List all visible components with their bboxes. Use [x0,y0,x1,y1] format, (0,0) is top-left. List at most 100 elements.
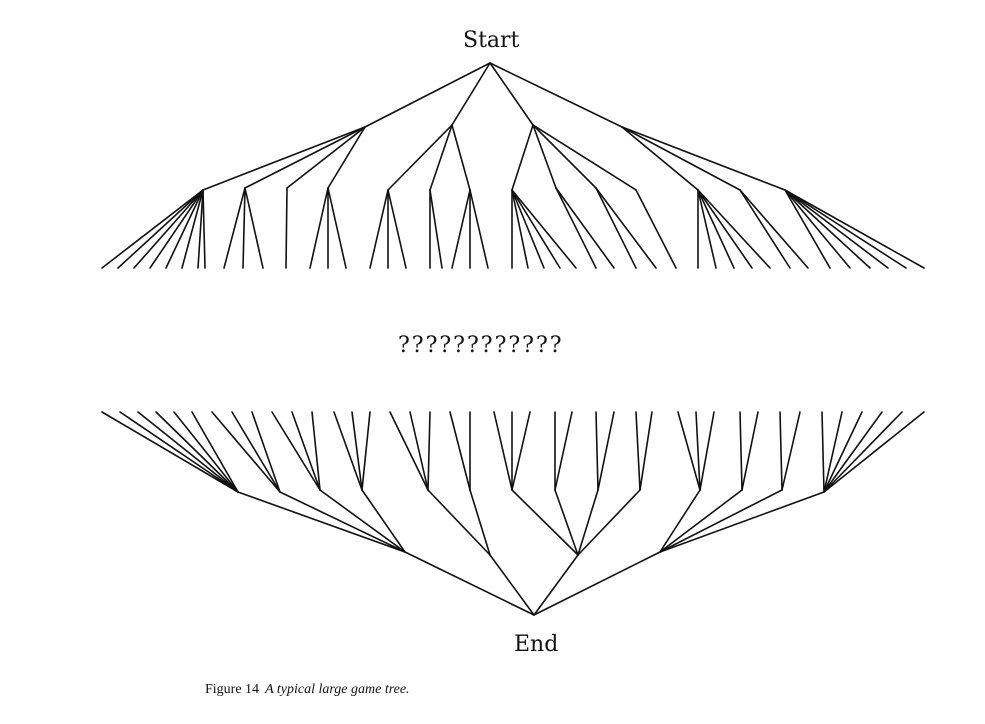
tree-leaf-edge [351,411,363,491]
tree-leaf-edge [554,411,573,491]
tree-edge [489,554,535,616]
tree-leaf-edge [469,189,489,269]
tree-leaf-edge [597,411,615,491]
tree-leaf-edge [197,189,204,269]
tree-leaf-edge [823,411,883,493]
tree-leaf-edge [555,187,615,269]
tree-leaf-edge [784,189,871,269]
tree-edge [533,554,579,616]
tree-leaf-edge [173,411,239,493]
tree-leaf-edge [155,411,239,493]
tree-leaf-edge [211,411,281,493]
tree-leaf-edge [697,189,771,269]
tree-leaf-edge [739,411,743,491]
tree-leaf-edge [511,189,561,269]
figure-description: A typical large game tree. [265,682,410,697]
tree-leaf-edge [369,189,389,269]
tree-leaf-edge [427,411,431,491]
tree-leaf-edge [191,411,239,493]
tree-leaf-edge [741,411,759,491]
tree-edge [451,124,471,191]
tree-edge [202,126,366,191]
tree-edge [577,489,599,556]
tree-leaf-edge [823,411,925,493]
tree-edge [404,551,535,616]
tree-leaf-edge [699,411,715,491]
tree-leaf-edge [823,411,863,493]
tree-edge [532,124,557,189]
tree-edge [429,124,453,191]
tree-edge [286,126,366,189]
tree-edge [511,489,579,556]
tree-leaf-edge [493,411,513,491]
tree-leaf-edge [387,189,407,269]
tree-leaf-edge [117,189,204,269]
tree-leaf-edge [309,187,329,269]
tree-edge [532,124,597,189]
tree-leaf-edge [635,189,677,269]
tree-edge [279,491,406,553]
tree-edge [659,491,825,553]
tree-leaf-edge [739,189,809,269]
bottom-tree [101,411,925,616]
tree-edge [554,489,579,556]
tree-edge [621,126,741,191]
tree-leaf-edge [333,411,363,491]
tree-leaf-edge [784,189,831,269]
tree-edge [577,489,641,556]
tree-leaf-edge [595,187,637,269]
tree-leaf-edge [101,411,239,493]
tree-leaf-edge [821,411,825,493]
tree-leaf-edge [779,411,783,491]
tree-leaf-edge [697,189,735,269]
tree-leaf-edge [511,189,577,269]
unknown-middle-label: ???????????? [398,333,564,358]
tree-leaf-edge [784,189,889,269]
figure-caption: Figure 14 A typical large game tree. [205,682,410,698]
tree-edge [469,489,491,556]
tree-edge [621,126,699,191]
figure-number: Figure 14 [205,682,260,697]
tree-leaf-edge [165,189,204,269]
tree-leaf-edge [823,411,903,493]
tree-edge [327,126,366,189]
tree-leaf-edge [595,187,657,269]
tree-leaf-edge [242,187,246,269]
tree-leaf-edge [251,411,281,493]
tree-leaf-edge [635,411,641,491]
tree-leaf-edge [181,189,204,269]
tree-leaf-edge [697,189,753,269]
tree-leaf-edge [511,189,529,269]
tree-leaf-edge [361,411,371,491]
tree-leaf-edge [149,189,204,269]
tree-edge [621,126,786,191]
tree-edge [451,62,491,126]
tree-leaf-edge [244,187,264,269]
tree-leaf-edge [639,411,653,491]
tree-leaf-edge [311,411,321,491]
tree-leaf-edge [119,411,239,493]
tree-leaf-edge [739,189,791,269]
tree-leaf-edge [781,411,801,491]
tree-leaf-edge [285,187,288,269]
tree-edge [533,551,661,616]
end-label: End [514,632,559,657]
tree-leaf-edge [677,411,701,491]
tree-leaf-edge [271,411,321,491]
tree-edge [237,491,406,553]
tree-leaf-edge [429,189,443,269]
tree-edge [361,489,406,553]
tree-leaf-edge [784,189,925,269]
tree-leaf-edge [409,411,429,491]
tree-leaf-edge [511,411,531,491]
tree-edge [659,489,701,553]
tree-leaf-edge [389,411,429,491]
start-label: Start [463,28,520,53]
tree-edge [489,62,623,128]
tree-leaf-edge [451,189,471,269]
tree-leaf-edge [697,189,717,269]
tree-edge [364,62,491,128]
tree-edge [387,124,453,191]
tree-leaf-edge [327,187,347,269]
tree-leaf-edge [511,189,545,269]
